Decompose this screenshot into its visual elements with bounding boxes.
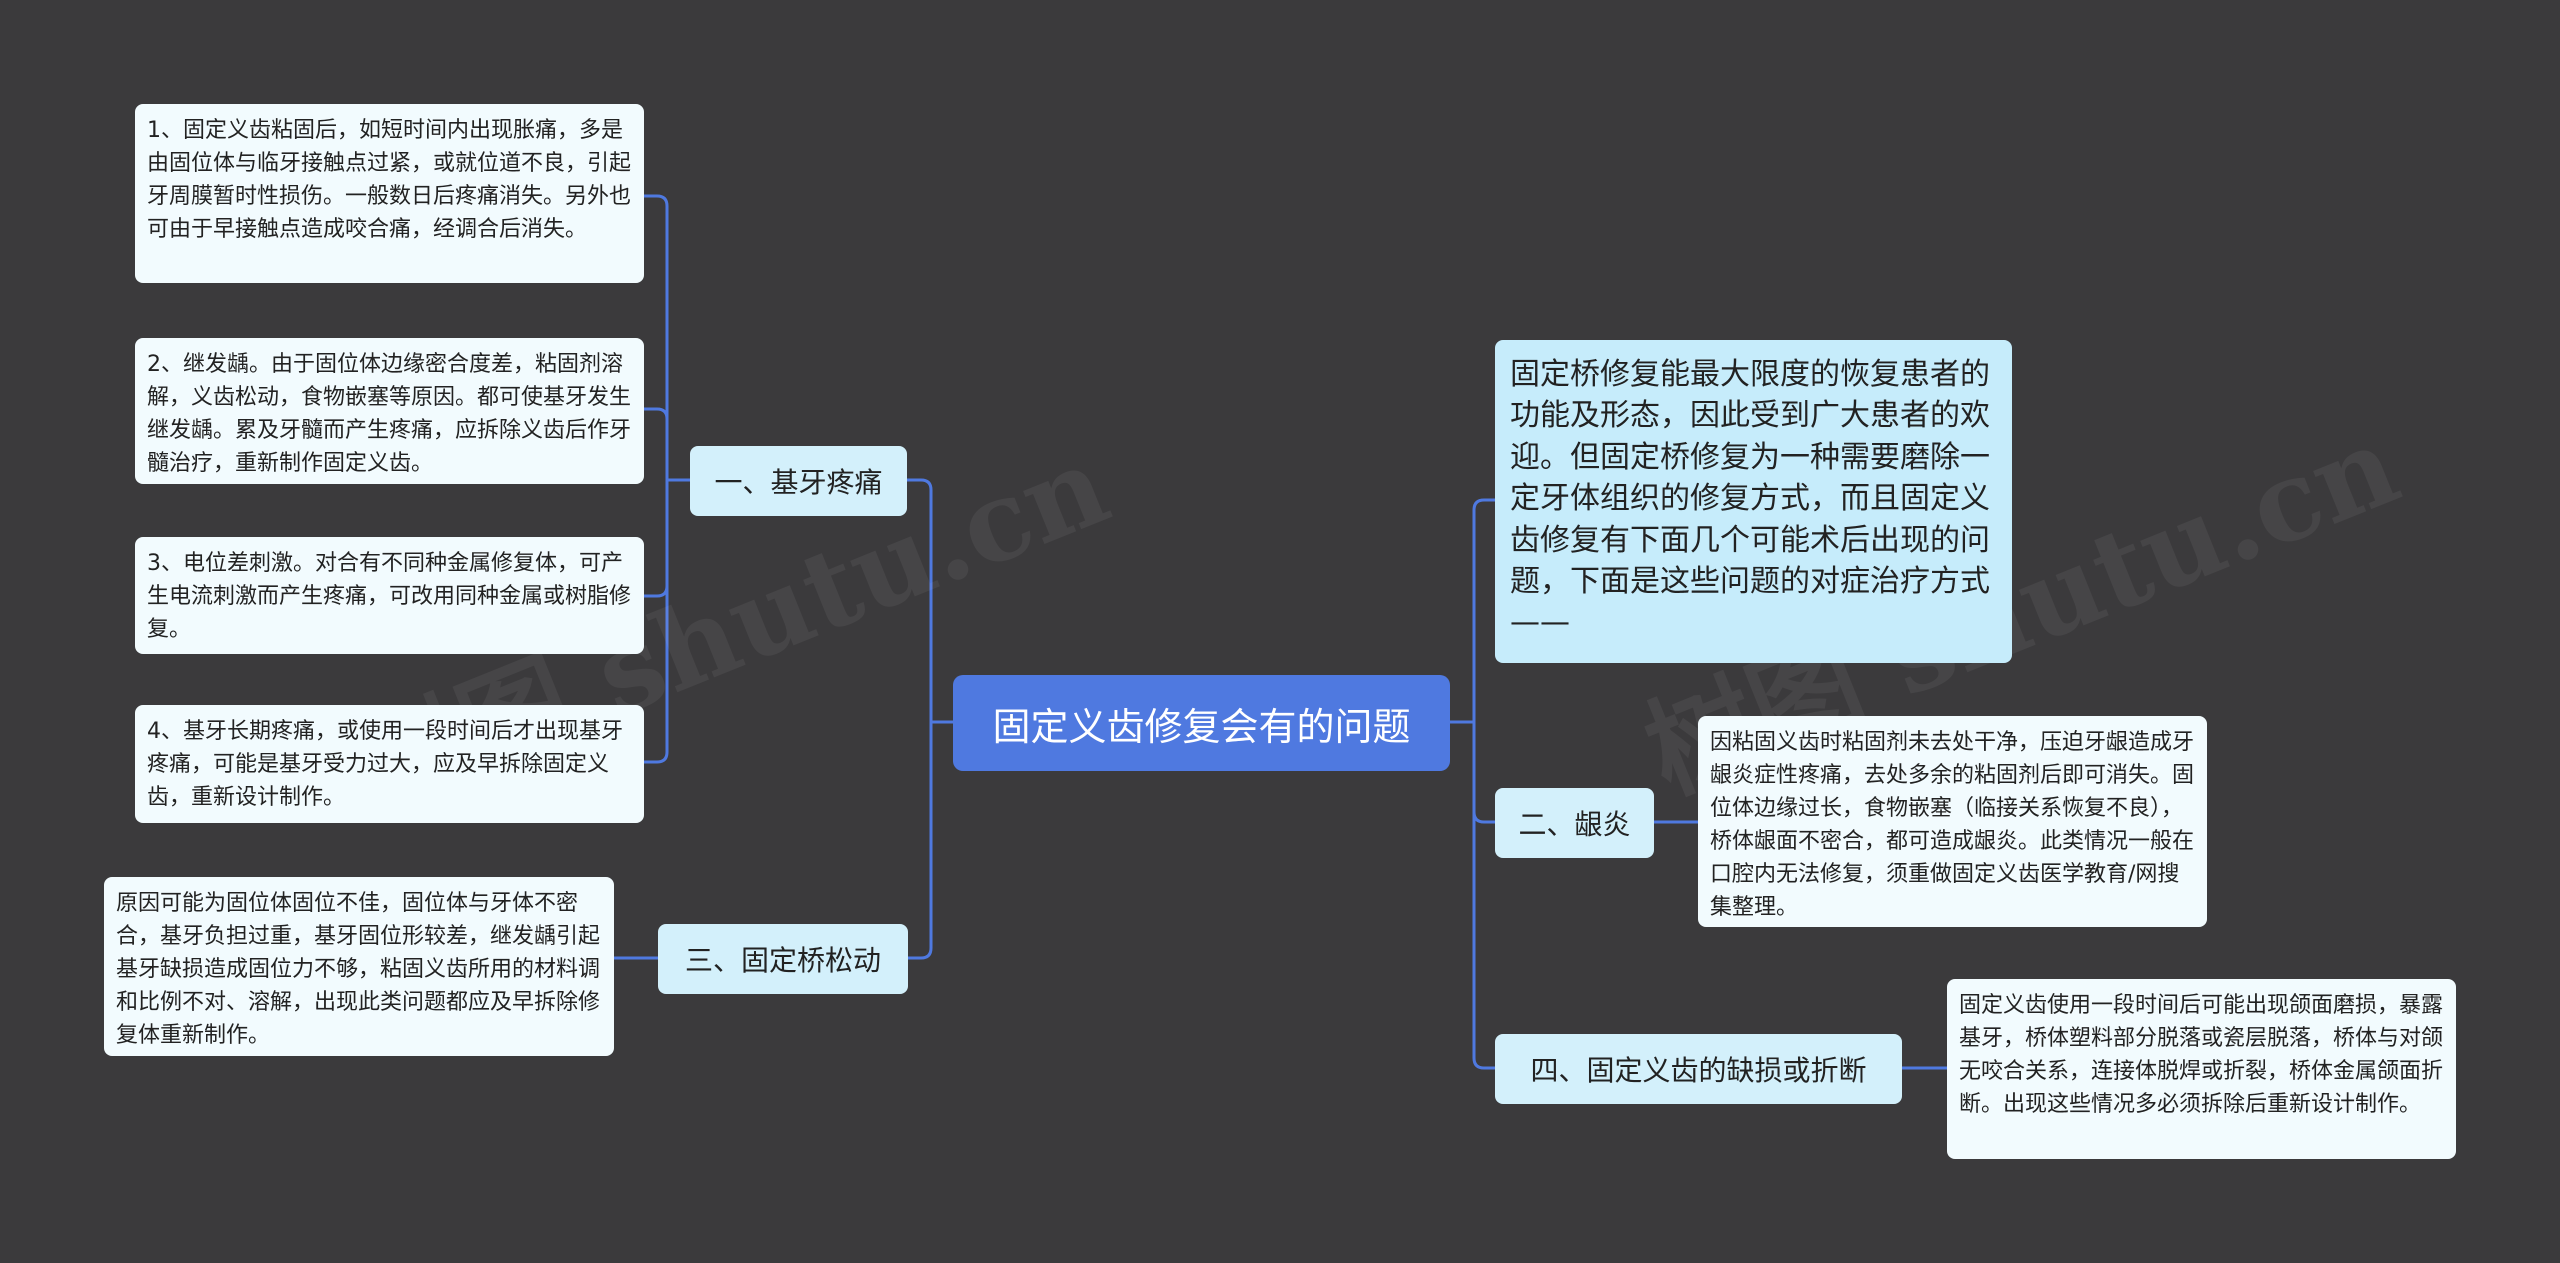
branch-gingivitis[interactable]: 二、龈炎 <box>1495 788 1654 858</box>
intro-node[interactable]: 固定桥修复能最大限度的恢复患者的功能及形态，因此受到广大患者的欢迎。但固定桥修复… <box>1495 340 2012 663</box>
connector-root-b4 <box>1472 720 1497 1070</box>
leaf-denture-fracture[interactable]: 固定义齿使用一段时间后可能出现颌面磨损，暴露基牙，桥体塑料部分脱落或瓷层脱落，桥… <box>1947 979 2456 1159</box>
leaf-bridge-loose[interactable]: 原因可能为固位体固位不佳，固位体与牙体不密合，基牙负担过重，基牙固位形较差，继发… <box>104 877 614 1056</box>
branch-abutment-pain[interactable]: 一、基牙疼痛 <box>690 446 907 516</box>
leaf-abutment-pain-4[interactable]: 4、基牙长期疼痛，或使用一段时间后才出现基牙疼痛，可能是基牙受力过大，应及早拆除… <box>135 705 644 823</box>
connector-root-left <box>903 478 955 724</box>
connector-root-right <box>1448 498 1497 724</box>
branch-denture-fracture[interactable]: 四、固定义齿的缺损或折断 <box>1495 1034 1902 1104</box>
leaf-abutment-pain-2[interactable]: 2、继发龋。由于固位体边缘密合度差，粘固剂溶解，义齿松动，食物嵌塞等原因。都可使… <box>135 338 644 484</box>
connector-root-b3 <box>903 720 933 960</box>
branch-bridge-loose[interactable]: 三、固定桥松动 <box>658 924 908 994</box>
leaf-abutment-pain-3[interactable]: 3、电位差刺激。对合有不同种金属修复体，可产生电流刺激而产生疼痛，可改用同种金属… <box>135 537 644 654</box>
leaf-gingivitis[interactable]: 因粘固义齿时粘固剂未去处干净，压迫牙龈造成牙龈炎症性疼痛，去处多余的粘固剂后即可… <box>1698 716 2207 927</box>
connector-b1-l4 <box>642 478 669 764</box>
root-topic[interactable]: 固定义齿修复会有的问题 <box>953 675 1450 771</box>
connector-b1-l2 <box>642 407 669 482</box>
connector-b1-trunk <box>642 194 692 482</box>
connector-root-b2 <box>1472 720 1497 824</box>
leaf-abutment-pain-1[interactable]: 1、固定义齿粘固后，如短时间内出现胀痛，多是由固位体与临牙接触点过紧，或就位道不… <box>135 104 644 283</box>
connector-b1-l3 <box>642 478 669 598</box>
